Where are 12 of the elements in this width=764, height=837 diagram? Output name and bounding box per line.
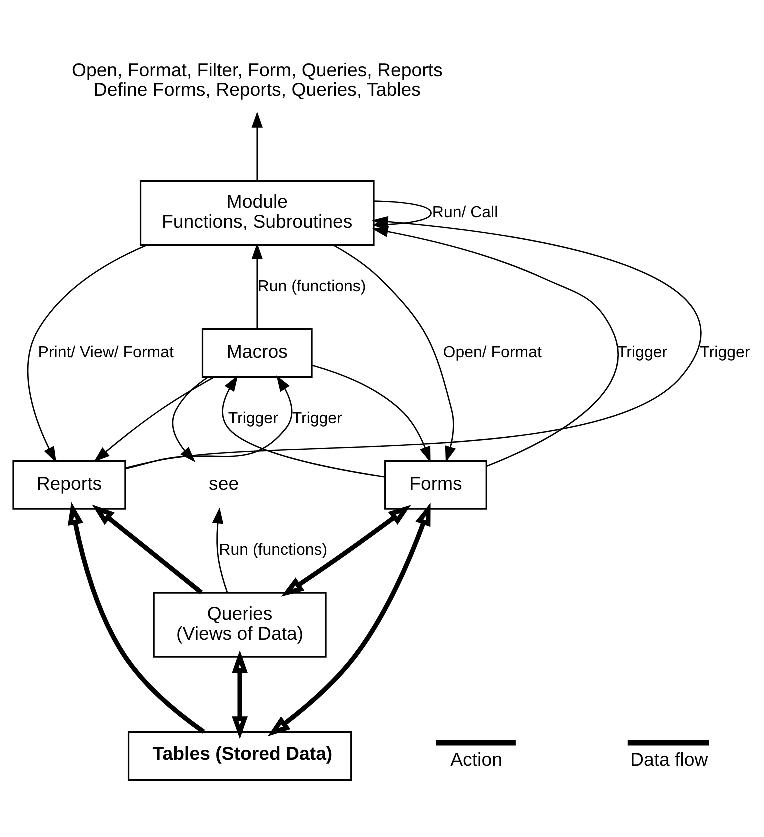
edge-label: Trigger: [292, 410, 342, 428]
edge-label: Run/ Call: [432, 204, 498, 222]
edge-label: Open/ Format: [443, 344, 542, 362]
legend-label: Action: [450, 748, 502, 770]
node-text: Open, Format, Filter, Form, Queries, Reports Define Forms, Reports, Queries, Tables: [72, 59, 443, 100]
node-text: see: [209, 473, 240, 494]
edge-label: Trigger: [228, 410, 278, 428]
legend-label: Data flow: [630, 748, 708, 770]
edge-label: Print/ View/ Format: [38, 344, 174, 362]
edge-label: Run (functions): [219, 542, 328, 560]
edge-label: Trigger: [700, 344, 750, 362]
edge-label: Run (functions): [258, 278, 366, 296]
